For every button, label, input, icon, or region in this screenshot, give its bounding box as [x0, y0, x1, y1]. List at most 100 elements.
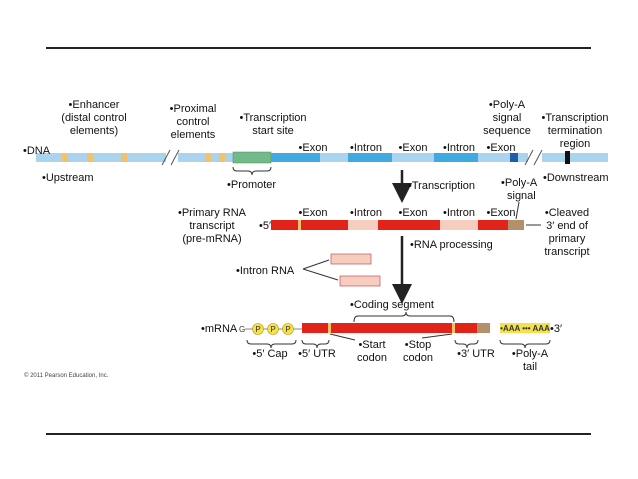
- rna-region-label: •Intron: [443, 207, 475, 219]
- cap-g: G: [239, 325, 245, 334]
- svg-text:elements: elements: [171, 129, 216, 141]
- rna-region-label: •Exon: [487, 207, 516, 219]
- promoter-bracket: [232, 166, 272, 176]
- pre-mrna-label: •Primary RNA: [178, 207, 247, 219]
- leader-line: [515, 201, 520, 220]
- phosphate-icon: [267, 323, 279, 335]
- dna-exon: [348, 153, 392, 162]
- svg-text:elements): elements): [70, 125, 118, 137]
- three-prime-label: •3′: [550, 323, 562, 335]
- start-marker: [328, 323, 331, 333]
- rna-region-label: •Exon: [299, 207, 328, 219]
- mrna-label: •mRNA: [201, 323, 238, 335]
- dna-segment: [542, 153, 608, 162]
- rna-marker: [298, 220, 301, 230]
- dna-strand: [36, 149, 608, 166]
- dna-region-label: •Exon: [399, 142, 428, 154]
- copyright: © 2011 Pearson Education, Inc.: [24, 372, 109, 379]
- svg-text:signal: signal: [507, 190, 536, 202]
- proximal-element: [205, 153, 211, 162]
- downstream-label: •Downstream: [543, 172, 609, 184]
- svg-text:start site: start site: [252, 125, 294, 137]
- gene-expression-diagram: •Enhancer (distal control elements) •Pro…: [22, 94, 618, 382]
- promoter-region: [232, 151, 272, 164]
- top-rule: [46, 47, 591, 49]
- dna-segment: [36, 153, 166, 162]
- mrna-labels: •5′ Cap •5′ UTR •Start codon •Stop codon…: [252, 339, 548, 373]
- bottom-rule: [46, 433, 591, 435]
- rna-processing-label: •RNA processing: [410, 239, 493, 251]
- rna-region-label: •Intron: [350, 207, 382, 219]
- svg-text:P: P: [285, 325, 290, 334]
- rna-region-label: •Exon: [399, 207, 428, 219]
- svg-text:region: region: [560, 138, 591, 150]
- mrna-utr: [477, 323, 490, 333]
- three-utr-label: •3′ UTR: [457, 348, 495, 360]
- five-prime-cap: P P P: [245, 323, 302, 335]
- intron-rna-label: •Intron RNA: [236, 265, 295, 277]
- svg-text:tail: tail: [523, 361, 537, 373]
- svg-text:codon: codon: [357, 352, 387, 364]
- coding-segment-label: •Coding segment: [350, 299, 434, 311]
- svg-text:(pre-mRNA): (pre-mRNA): [182, 233, 241, 245]
- upstream-label: •Upstream: [42, 172, 94, 184]
- dna-exon: [434, 153, 478, 162]
- dna-labels: •Enhancer (distal control elements) •Pro…: [61, 99, 608, 154]
- leader-line: [302, 268, 339, 281]
- dna-break: [161, 149, 543, 166]
- transcription-label: •Transcription: [408, 180, 475, 192]
- dna-region-label: •Intron: [350, 142, 382, 154]
- svg-text:P: P: [270, 325, 275, 334]
- svg-text:codon: codon: [403, 352, 433, 364]
- polya-text: •AAA ••• AAA: [500, 324, 550, 333]
- svg-text:primary: primary: [549, 233, 586, 245]
- coding-bracket: [353, 311, 455, 323]
- dna-region-label: •Intron: [443, 142, 475, 154]
- dna-region-label: •Exon: [487, 142, 516, 154]
- enhancer-element: [62, 153, 68, 162]
- promoter-label: •Promoter: [227, 179, 276, 191]
- pre-mrna-labels: •Primary RNA transcript (pre-mRNA) •Exon…: [178, 207, 515, 245]
- svg-text:termination: termination: [548, 125, 602, 137]
- svg-text:(distal control: (distal control: [61, 112, 126, 124]
- polya-signal-box: [510, 153, 518, 162]
- five-utr-label: •5′ UTR: [298, 348, 336, 360]
- svg-text:transcript: transcript: [189, 220, 234, 232]
- phosphate-icon: [252, 323, 264, 335]
- proximal-label: •Proximal: [170, 103, 217, 115]
- polya-tail-box: [500, 323, 550, 333]
- dna-label: •DNA: [23, 145, 51, 157]
- excised-intron: [339, 275, 381, 287]
- enhancer-element: [121, 153, 127, 162]
- enhancer-element: [87, 153, 93, 162]
- phosphate-icon: [282, 323, 294, 335]
- termination-label: •Transcription: [541, 112, 608, 124]
- svg-text:sequence: sequence: [483, 125, 531, 137]
- svg-text:P: P: [255, 325, 260, 334]
- svg-text:control: control: [176, 116, 209, 128]
- five-prime-label: •5′: [259, 220, 271, 232]
- polya-signal-seq-label: •Poly-A: [489, 99, 526, 111]
- proximal-element: [219, 153, 225, 162]
- leader-line: [329, 333, 356, 341]
- pre-mrna-strand: [271, 220, 524, 230]
- polya-tail-label: •Poly-A: [512, 348, 549, 360]
- rna-body: [271, 220, 524, 230]
- mrna-strand: •AAA ••• AAA: [302, 323, 550, 333]
- rna-intron: [440, 220, 478, 230]
- leader-line: [302, 259, 330, 270]
- svg-text:3′ end of: 3′ end of: [546, 220, 589, 232]
- stop-marker: [452, 323, 455, 333]
- five-cap-label: •5′ Cap: [252, 348, 287, 360]
- dna-region-label: •Exon: [299, 142, 328, 154]
- stop-codon-label: •Stop: [405, 339, 431, 351]
- rna-intron: [348, 220, 378, 230]
- excised-intron: [330, 253, 372, 265]
- tss-label: •Transcription: [239, 112, 306, 124]
- leader-line: [421, 333, 453, 339]
- termination-marker: [565, 151, 570, 164]
- start-codon-label: •Start: [358, 339, 385, 351]
- cleaved-label: •Cleaved: [545, 207, 589, 219]
- enhancer-label: •Enhancer: [69, 99, 120, 111]
- cleaved-label-group: •Cleaved 3′ end of primary transcript: [544, 207, 589, 258]
